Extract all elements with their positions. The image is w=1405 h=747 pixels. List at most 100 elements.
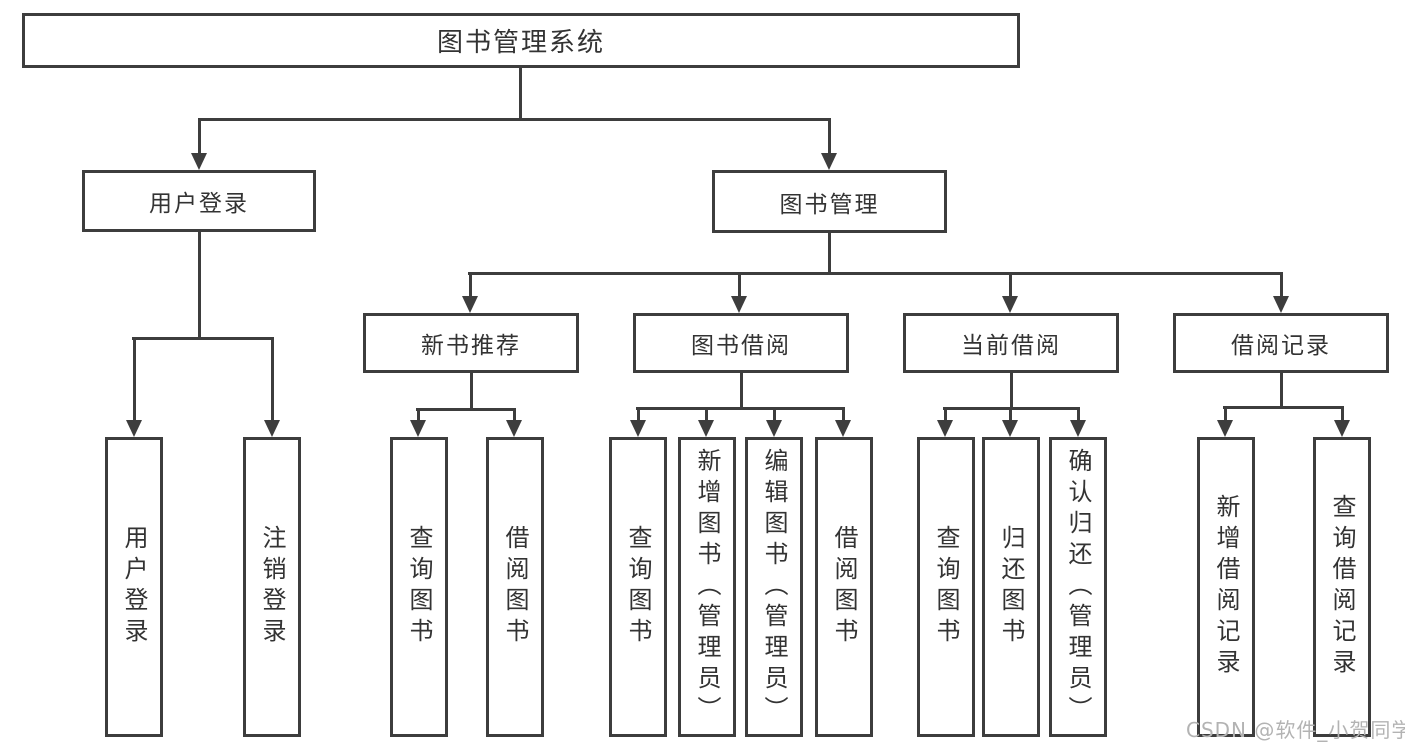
- arrow-stem: [468, 272, 472, 301]
- connector-book-borrowing-rail: [636, 407, 845, 410]
- arrowhead-icon: [191, 153, 207, 170]
- leaf-query-borrow-record: 查询借阅记录: [1313, 437, 1371, 737]
- connector-new-book-trunk: [470, 373, 473, 408]
- node-current-borrowing: 当前借阅: [903, 313, 1119, 373]
- arrow-stem: [270, 337, 274, 425]
- arrowhead-icon: [1002, 420, 1018, 437]
- node-new-book-recommendation: 新书推荐: [363, 313, 579, 373]
- node-label: 查询图书: [932, 525, 960, 649]
- node-label: 借阅记录: [1231, 333, 1331, 359]
- leaf-add-borrow-record: 新增借阅记录: [1197, 437, 1255, 737]
- node-library-management-system: 图书管理系统: [22, 13, 1020, 68]
- arrow-stem: [1076, 407, 1080, 425]
- down-arrow: [766, 407, 782, 437]
- arrowhead-icon: [835, 420, 851, 437]
- leaf-query-books: 查询图书: [390, 437, 448, 737]
- connector-borrow-records-rail: [1223, 406, 1344, 409]
- connector-root-trunk: [519, 68, 522, 118]
- down-arrow: [1273, 272, 1289, 313]
- arrowhead-icon: [630, 420, 646, 437]
- node-label: 当前借阅: [961, 333, 1061, 359]
- node-label: 新增借阅记录: [1212, 494, 1240, 680]
- connector-borrow-records-trunk: [1280, 373, 1283, 406]
- arrowhead-icon: [731, 296, 747, 313]
- arrowhead-icon: [1273, 296, 1289, 313]
- down-arrow: [835, 407, 851, 437]
- node-label: 归还图书: [997, 525, 1025, 649]
- leaf-user-login: 用户登录: [105, 437, 163, 737]
- arrowhead-icon: [264, 420, 280, 437]
- connector-user-login-rail: [132, 337, 274, 340]
- arrow-stem: [197, 118, 201, 158]
- arrow-stem: [1008, 407, 1012, 425]
- leaf-add-books-admin: 新增图书（管理员）: [678, 437, 736, 737]
- node-label: 图书借阅: [691, 333, 791, 359]
- connector-root-rail: [198, 118, 831, 121]
- down-arrow: [264, 337, 280, 437]
- node-book-management: 图书管理: [712, 170, 947, 233]
- arrow-stem: [827, 118, 831, 158]
- arrow-stem: [841, 407, 845, 425]
- arrowhead-icon: [937, 420, 953, 437]
- node-label: 注销登录: [258, 525, 286, 649]
- arrow-stem: [1223, 406, 1227, 425]
- leaf-return-books: 归还图书: [982, 437, 1040, 737]
- arrowhead-icon: [1070, 420, 1086, 437]
- down-arrow: [821, 118, 837, 170]
- csdn-watermark: CSDN @软件_小贺同学: [1186, 718, 1405, 742]
- node-label: 用户登录: [149, 191, 249, 217]
- node-label: 借阅图书: [501, 525, 529, 649]
- down-arrow: [410, 408, 426, 437]
- connector-book-management-trunk: [828, 233, 831, 272]
- arrow-stem: [512, 408, 516, 425]
- node-label: 新增图书（管理员）: [693, 447, 721, 727]
- down-arrow: [937, 407, 953, 437]
- node-label: 图书管理系统: [436, 28, 605, 58]
- down-arrow: [698, 407, 714, 437]
- arrowhead-icon: [698, 420, 714, 437]
- arrowhead-icon: [1217, 420, 1233, 437]
- arrowhead-icon: [766, 420, 782, 437]
- down-arrow: [731, 272, 747, 313]
- arrow-stem: [1279, 272, 1283, 301]
- arrow-stem: [737, 272, 741, 301]
- node-label: 查询图书: [624, 525, 652, 649]
- down-arrow: [1002, 407, 1018, 437]
- down-arrow: [630, 407, 646, 437]
- node-borrowing-records: 借阅记录: [1173, 313, 1389, 373]
- arrow-stem: [943, 407, 947, 425]
- arrowhead-icon: [821, 153, 837, 170]
- node-label: 图书管理: [779, 191, 880, 218]
- down-arrow: [462, 272, 478, 313]
- node-label: 查询图书: [405, 525, 433, 649]
- arrowhead-icon: [1002, 296, 1018, 313]
- leaf-borrow-books: 借阅图书: [815, 437, 873, 737]
- connector-current-borrowing-trunk: [1010, 373, 1013, 407]
- arrow-stem: [132, 337, 136, 425]
- arrowhead-icon: [410, 420, 426, 437]
- node-user-login: 用户登录: [82, 170, 316, 232]
- arrowhead-icon: [462, 296, 478, 313]
- arrow-stem: [772, 407, 776, 425]
- leaf-query-books: 查询图书: [609, 437, 667, 737]
- node-label: 借阅图书: [830, 525, 858, 649]
- down-arrow: [191, 118, 207, 170]
- arrow-stem: [704, 407, 708, 425]
- leaf-query-books: 查询图书: [917, 437, 975, 737]
- connector-new-book-rail: [416, 408, 516, 411]
- leaf-borrow-books: 借阅图书: [486, 437, 544, 737]
- down-arrow: [126, 337, 142, 437]
- connector-current-borrowing-rail: [943, 407, 1080, 410]
- arrowhead-icon: [126, 420, 142, 437]
- down-arrow: [1217, 406, 1233, 437]
- leaf-confirm-return-admin: 确认归还（管理员）: [1049, 437, 1107, 737]
- node-label: 查询借阅记录: [1328, 494, 1356, 680]
- arrow-stem: [1340, 406, 1344, 425]
- down-arrow: [1334, 406, 1350, 437]
- node-label: 编辑图书（管理员）: [760, 447, 788, 727]
- down-arrow: [1002, 272, 1018, 313]
- down-arrow: [1070, 407, 1086, 437]
- arrow-stem: [636, 407, 640, 425]
- node-book-borrowing: 图书借阅: [633, 313, 849, 373]
